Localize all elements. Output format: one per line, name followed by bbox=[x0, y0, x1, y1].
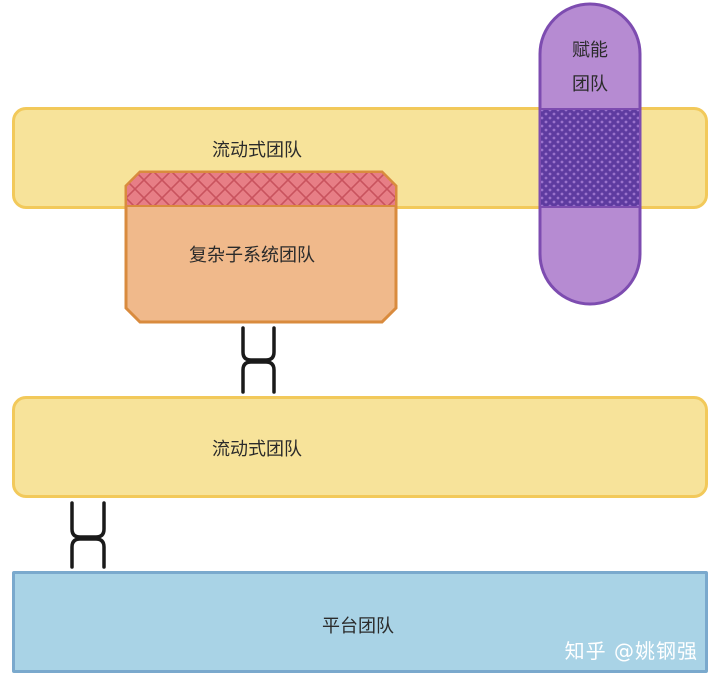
platform-team bbox=[12, 571, 708, 673]
x-as-a-service-connector-lower bbox=[70, 501, 106, 569]
stream-aligned-team-top-label: 流动式团队 bbox=[212, 140, 302, 161]
stream-aligned-team-bottom-label: 流动式团队 bbox=[212, 439, 302, 460]
enabling-overlap-region bbox=[541, 109, 639, 207]
enabling-team-label-line2: 团队 bbox=[572, 74, 608, 95]
stream-aligned-team-bottom bbox=[12, 396, 708, 498]
enabling-team-label-line1: 赋能 bbox=[572, 40, 608, 61]
watermark-text: 知乎 @姚钢强 bbox=[564, 639, 698, 663]
complicated-subsystem-team-label: 复杂子系统团队 bbox=[189, 245, 315, 266]
x-as-a-service-connector-upper bbox=[241, 326, 276, 394]
platform-team-label: 平台团队 bbox=[322, 616, 394, 637]
complicated-overlap-region bbox=[125, 171, 397, 207]
